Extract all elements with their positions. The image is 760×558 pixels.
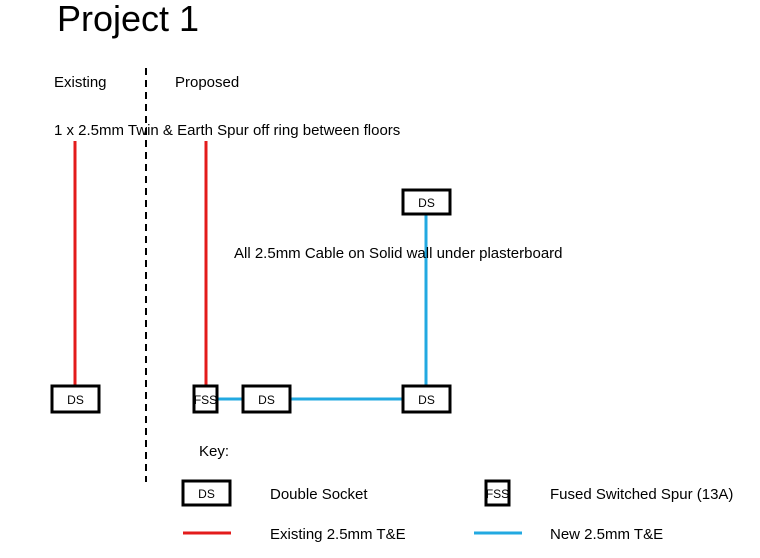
fused-switched-spur: FSS bbox=[192, 384, 219, 414]
key-ds-symbol: DS bbox=[181, 479, 232, 507]
key-ds-label: Double Socket bbox=[270, 486, 368, 503]
proposed-heading: Proposed bbox=[175, 74, 239, 91]
middle-double-socket: DS bbox=[241, 384, 292, 414]
top-double-socket: DS bbox=[401, 188, 452, 216]
middle-ds-label: DS bbox=[258, 393, 275, 407]
top-ds-label: DS bbox=[418, 196, 435, 210]
page-title: Project 1 bbox=[57, 0, 199, 39]
key-fss-symbol: FSS bbox=[484, 479, 511, 507]
key-ds-symbol-label: DS bbox=[198, 487, 215, 501]
cable-note: All 2.5mm Cable on Solid wall under plas… bbox=[234, 245, 563, 262]
spur-note: 1 x 2.5mm Twin & Earth Spur off ring bet… bbox=[54, 122, 400, 139]
key-new-label: New 2.5mm T&E bbox=[550, 526, 663, 543]
key-fss-symbol-label: FSS bbox=[486, 487, 509, 501]
right-ds-label: DS bbox=[418, 393, 435, 407]
key-heading: Key: bbox=[199, 443, 229, 460]
fss-label: FSS bbox=[194, 393, 217, 407]
key-fss-label: Fused Switched Spur (13A) bbox=[550, 486, 733, 503]
existing-double-socket: DS bbox=[50, 384, 101, 414]
right-double-socket: DS bbox=[401, 384, 452, 414]
key-existing-label: Existing 2.5mm T&E bbox=[270, 526, 406, 543]
existing-heading: Existing bbox=[54, 74, 107, 91]
existing-ds-label: DS bbox=[67, 393, 84, 407]
